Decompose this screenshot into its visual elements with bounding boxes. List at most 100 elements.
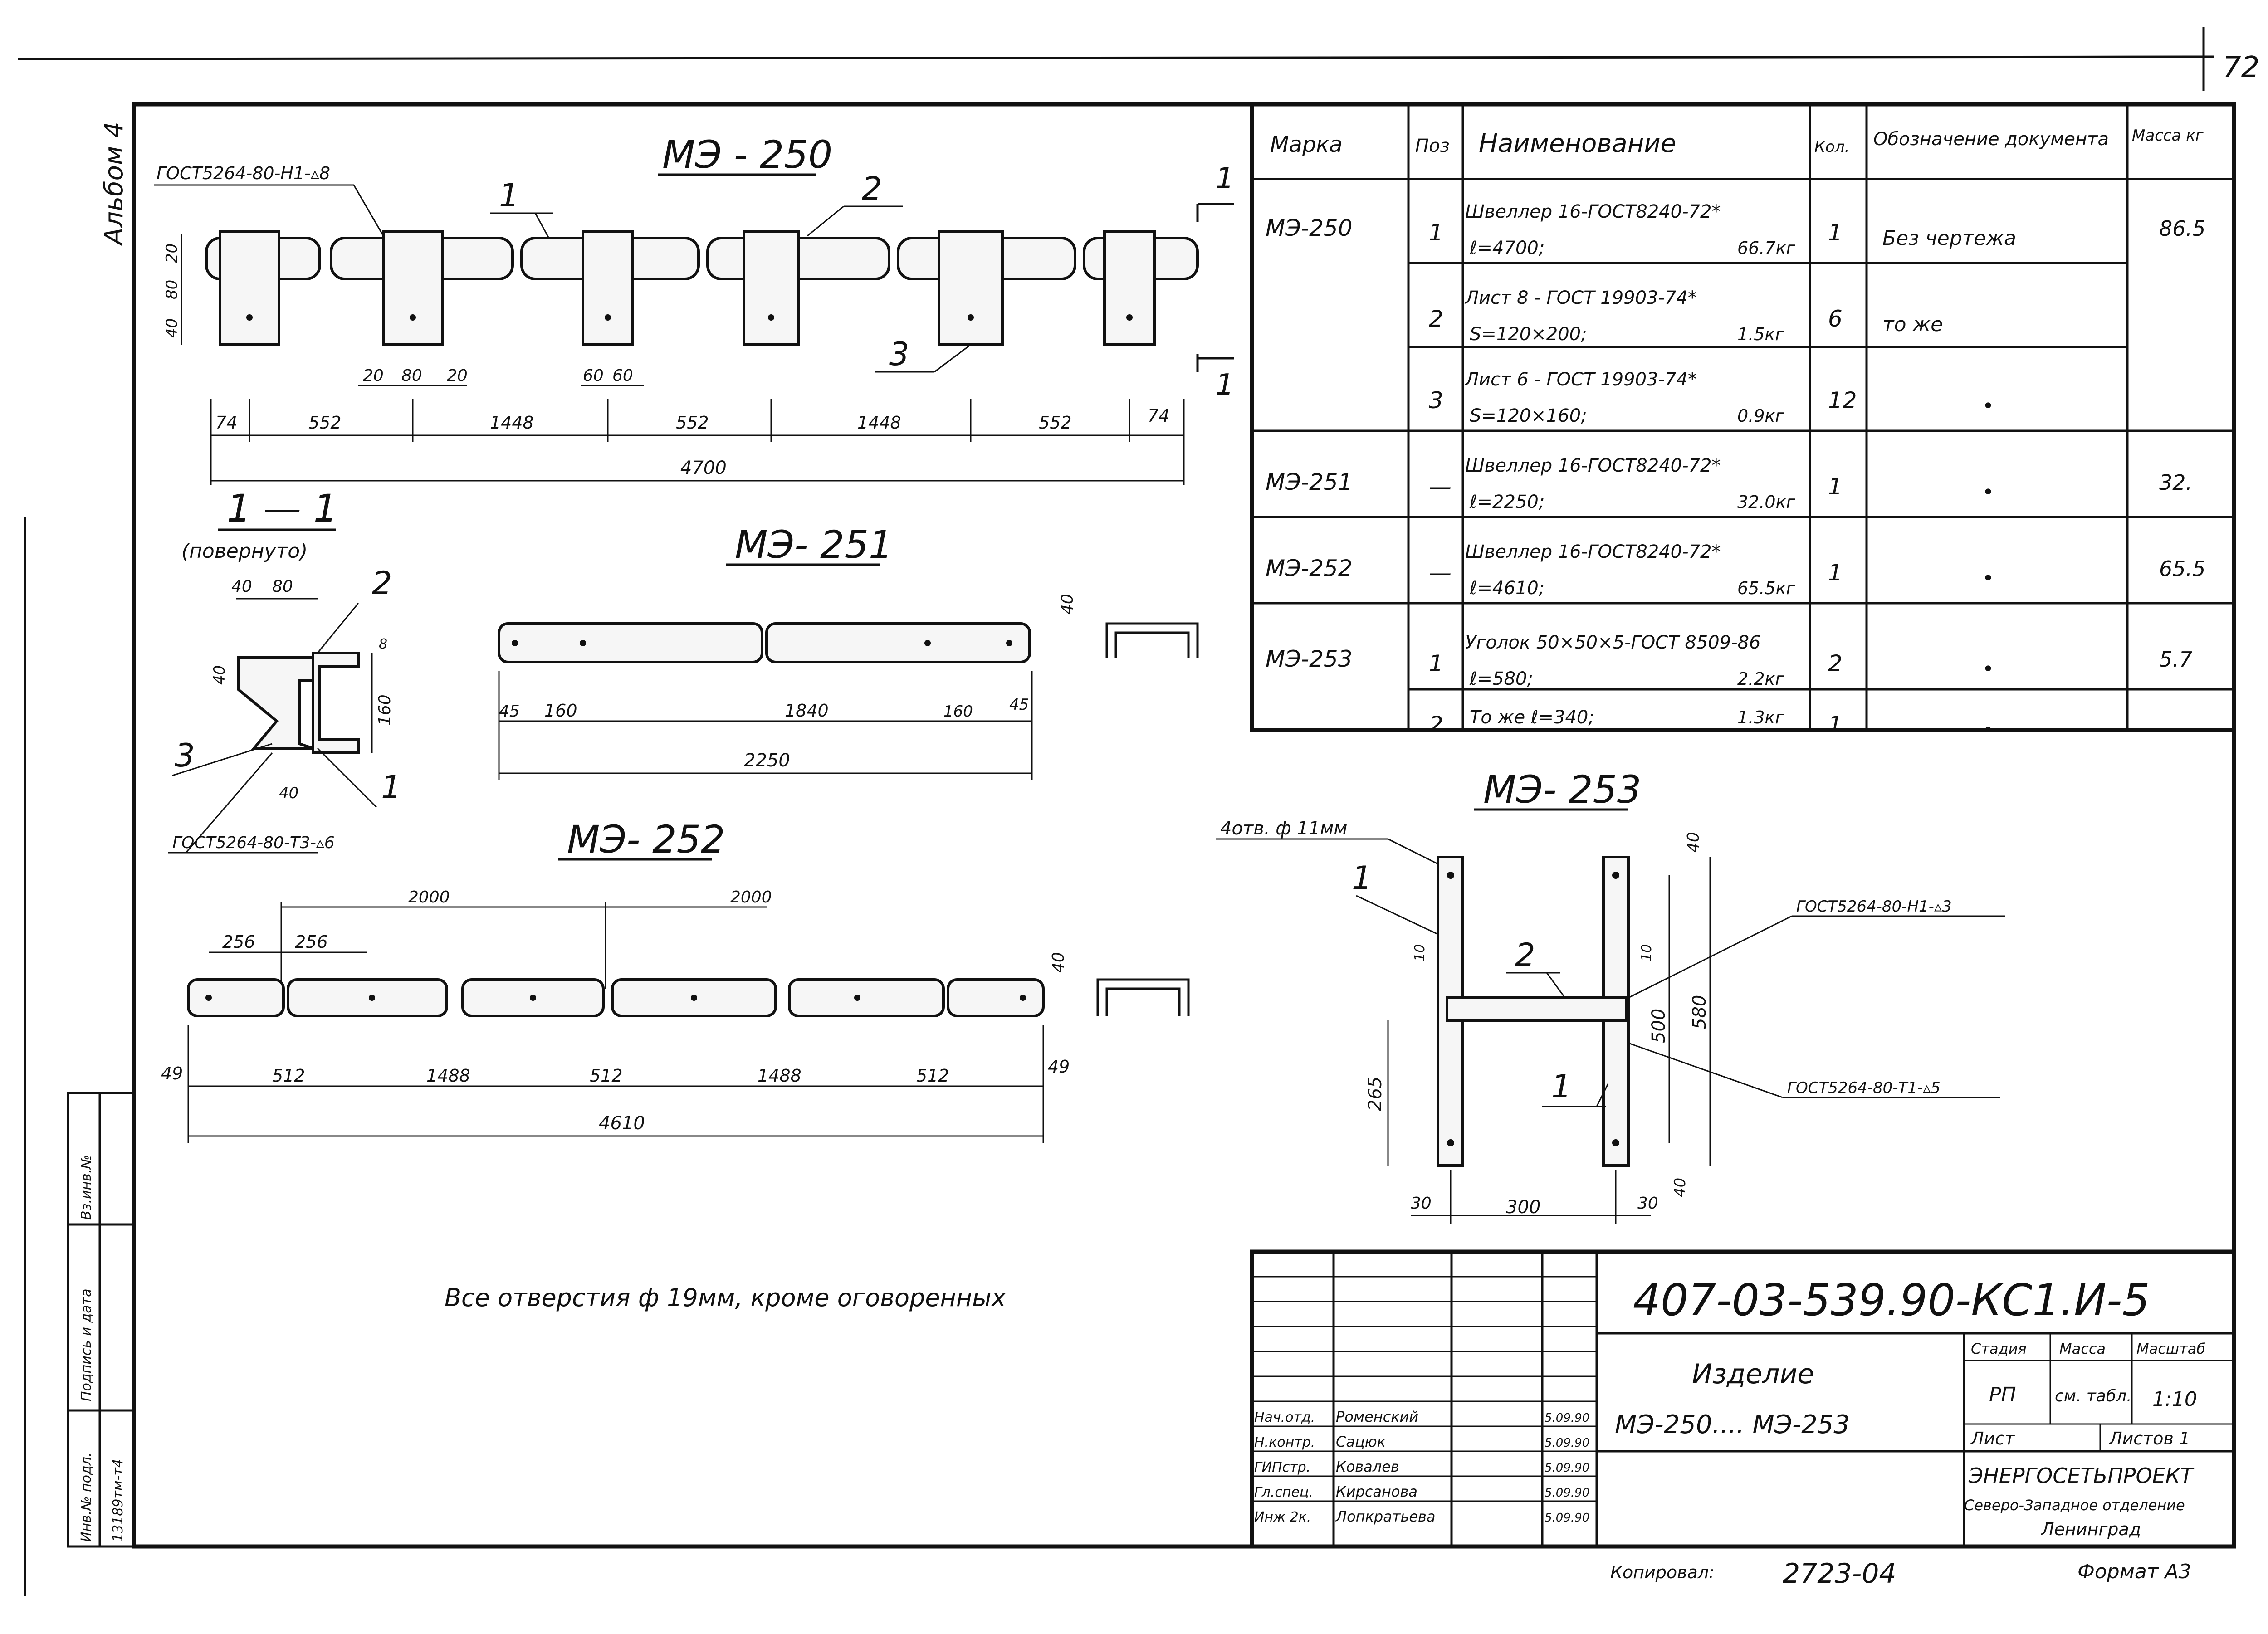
spec-h-name: Наименование — [1479, 129, 1676, 158]
me251-title: МЭ- 251 — [735, 522, 893, 567]
spec-doc: • — [1982, 658, 1994, 681]
me251-chain-2: 1840 — [785, 701, 829, 721]
section-weld: ГОСТ5264-80-Т3-▵6 — [172, 834, 335, 852]
spec-doc: • — [1982, 481, 1994, 504]
me250-chain-6: 74 — [1148, 406, 1169, 426]
me252-chain-3: 512 — [590, 1066, 623, 1086]
spec-pos: — — [1429, 473, 1452, 500]
me252-title: МЭ- 252 — [567, 817, 725, 862]
spec-item-mass: 1.3кг — [1737, 707, 1784, 727]
drawing-me250: МЭ - 250 ГОСТ5264-80-Н1-▵8 1 2 3 — [154, 132, 1234, 485]
stamp-inv-number: 13189тм-т4 — [110, 1459, 126, 1542]
me253-dim-3: 500 — [1648, 1009, 1669, 1043]
spec-mass: 65.5 — [2159, 556, 2205, 581]
spec-pos: 1 — [1429, 650, 1443, 677]
general-note: Все отверстия ф 19мм, кроме оговоренных — [445, 1283, 1007, 1312]
section-1-1: 1 — 1 (повернуто) 40 80 40 160 40 8 2 3 … — [168, 486, 401, 854]
me250-plates — [219, 230, 1156, 346]
me253-callout-1b: 1 — [1551, 1068, 1572, 1105]
me250-total: 4700 — [680, 458, 727, 478]
spec-doc: Без чертежа — [1882, 227, 2016, 250]
spec-mass: 5.7 — [2159, 647, 2192, 672]
section-callout-3: 3 — [175, 737, 195, 774]
section-subtitle: (повернуто) — [181, 540, 308, 563]
person-role: Н.контр. — [1254, 1434, 1315, 1450]
item-label: Изделие — [1692, 1358, 1814, 1390]
album-label: Альбом 4 — [99, 122, 129, 246]
me253-weld-1: ГОСТ5264-80-Н1-▵3 — [1796, 897, 1952, 916]
me253-callout-1a: 1 — [1352, 859, 1372, 897]
spec-mark: МЭ-253 — [1266, 646, 1353, 672]
me251-total: 2250 — [744, 750, 790, 771]
item-range: МЭ-250.... МЭ-253 — [1615, 1410, 1850, 1439]
me250-title: МЭ - 250 — [662, 132, 832, 177]
me250-chain-1: 552 — [308, 413, 342, 433]
org-name: ЭНЕРГОСЕТЬПРОЕКТ — [1968, 1463, 2195, 1488]
me251-chain-0: 45 — [499, 702, 520, 721]
me252-chain-0: 49 — [161, 1063, 183, 1083]
spec-name-len: S=120×200; — [1470, 324, 1587, 345]
me252-height: 40 — [1049, 952, 1068, 973]
spec-item-mass: 32.0кг — [1737, 492, 1796, 512]
person-name: Роменский — [1336, 1408, 1418, 1425]
me253-weld-2: ГОСТ5264-80-Т1-▵5 — [1787, 1079, 1941, 1097]
doc-code: 407-03-539.90-КС1.И-5 — [1633, 1275, 2150, 1326]
spec-table: Марка Поз Наименование Кол. Обозначение … — [1250, 102, 2236, 732]
me251-height: 40 — [1058, 594, 1077, 615]
spec-name-len: ℓ=4610; — [1469, 578, 1545, 599]
person-role: Нач.отд. — [1254, 1410, 1315, 1425]
spec-qty: 2 — [1828, 650, 1843, 677]
me250-chain-3: 552 — [676, 413, 709, 433]
spec-h-qty: Кол. — [1814, 138, 1849, 156]
person-role: Инж 2к. — [1254, 1509, 1311, 1525]
me253-dim-5: 265 — [1365, 1077, 1386, 1111]
person-name: Ковалев — [1336, 1458, 1399, 1475]
spec-qty: 1 — [1828, 219, 1843, 246]
me253-dim-7: 300 — [1506, 1197, 1540, 1218]
me250-callout-3: 3 — [889, 336, 909, 373]
sheets-label: Листов 1 — [2108, 1429, 2190, 1449]
me250-chain-0: 74 — [215, 413, 237, 433]
spec-qty: 1 — [1828, 560, 1843, 586]
me253-dim-0: 40 — [1684, 832, 1703, 853]
spec-name: То же ℓ=340; — [1470, 707, 1594, 728]
section-dim-4: 40 — [279, 784, 298, 802]
me253-dim-6: 30 — [1411, 1194, 1432, 1213]
section-callout-1: 1 — [381, 769, 401, 806]
section-dim-1: 80 — [272, 577, 293, 596]
spec-mark: МЭ-251 — [1266, 469, 1353, 495]
spec-qty: 6 — [1828, 306, 1843, 332]
mass-value: см. табл. — [2055, 1387, 2132, 1405]
copy-number: 2723-04 — [1783, 1558, 1897, 1590]
spec-item-mass: 1.5кг — [1737, 324, 1784, 344]
org-city: Ленинград — [2040, 1519, 2141, 1539]
me250-section-mark-top: 1 — [1216, 162, 1234, 195]
spec-h-pos: Поз — [1415, 136, 1450, 156]
spec-name: Швеллер 16-ГОСТ8240-72* — [1465, 201, 1721, 222]
scale-value: 1:10 — [2152, 1388, 2197, 1411]
me250-chain-5: 552 — [1039, 413, 1072, 433]
person-date: 5.09.90 — [1545, 1461, 1589, 1475]
mass-label: Масса — [2059, 1340, 2106, 1357]
spec-item-mass: 2.2кг — [1737, 669, 1784, 689]
spec-name-len: S=120×160; — [1470, 405, 1587, 426]
me250-callout-2: 2 — [862, 170, 882, 207]
spec-doc: • — [1982, 395, 1994, 418]
me251-chain-1: 160 — [544, 701, 577, 721]
title-block-rows — [1252, 1276, 1597, 1502]
spec-name: Лист 6 - ГОСТ 19903-74* — [1464, 369, 1697, 390]
me252-top-1: 2000 — [730, 888, 772, 907]
me250-dim-p0: 20 — [363, 366, 384, 385]
spec-mark: МЭ-250 — [1266, 215, 1353, 241]
spec-doc: то же — [1882, 313, 1943, 336]
me252-chain-1: 512 — [272, 1066, 305, 1086]
person-name: Кирсанова — [1336, 1483, 1418, 1500]
spec-qty: 1 — [1828, 712, 1843, 738]
spec-name-len: ℓ=2250; — [1469, 492, 1545, 512]
spec-qty: 1 — [1828, 473, 1843, 500]
me252-top-0: 2000 — [408, 888, 450, 907]
me250-section-mark-bottom: 1 — [1216, 368, 1234, 402]
spec-mark: МЭ-252 — [1266, 555, 1353, 581]
